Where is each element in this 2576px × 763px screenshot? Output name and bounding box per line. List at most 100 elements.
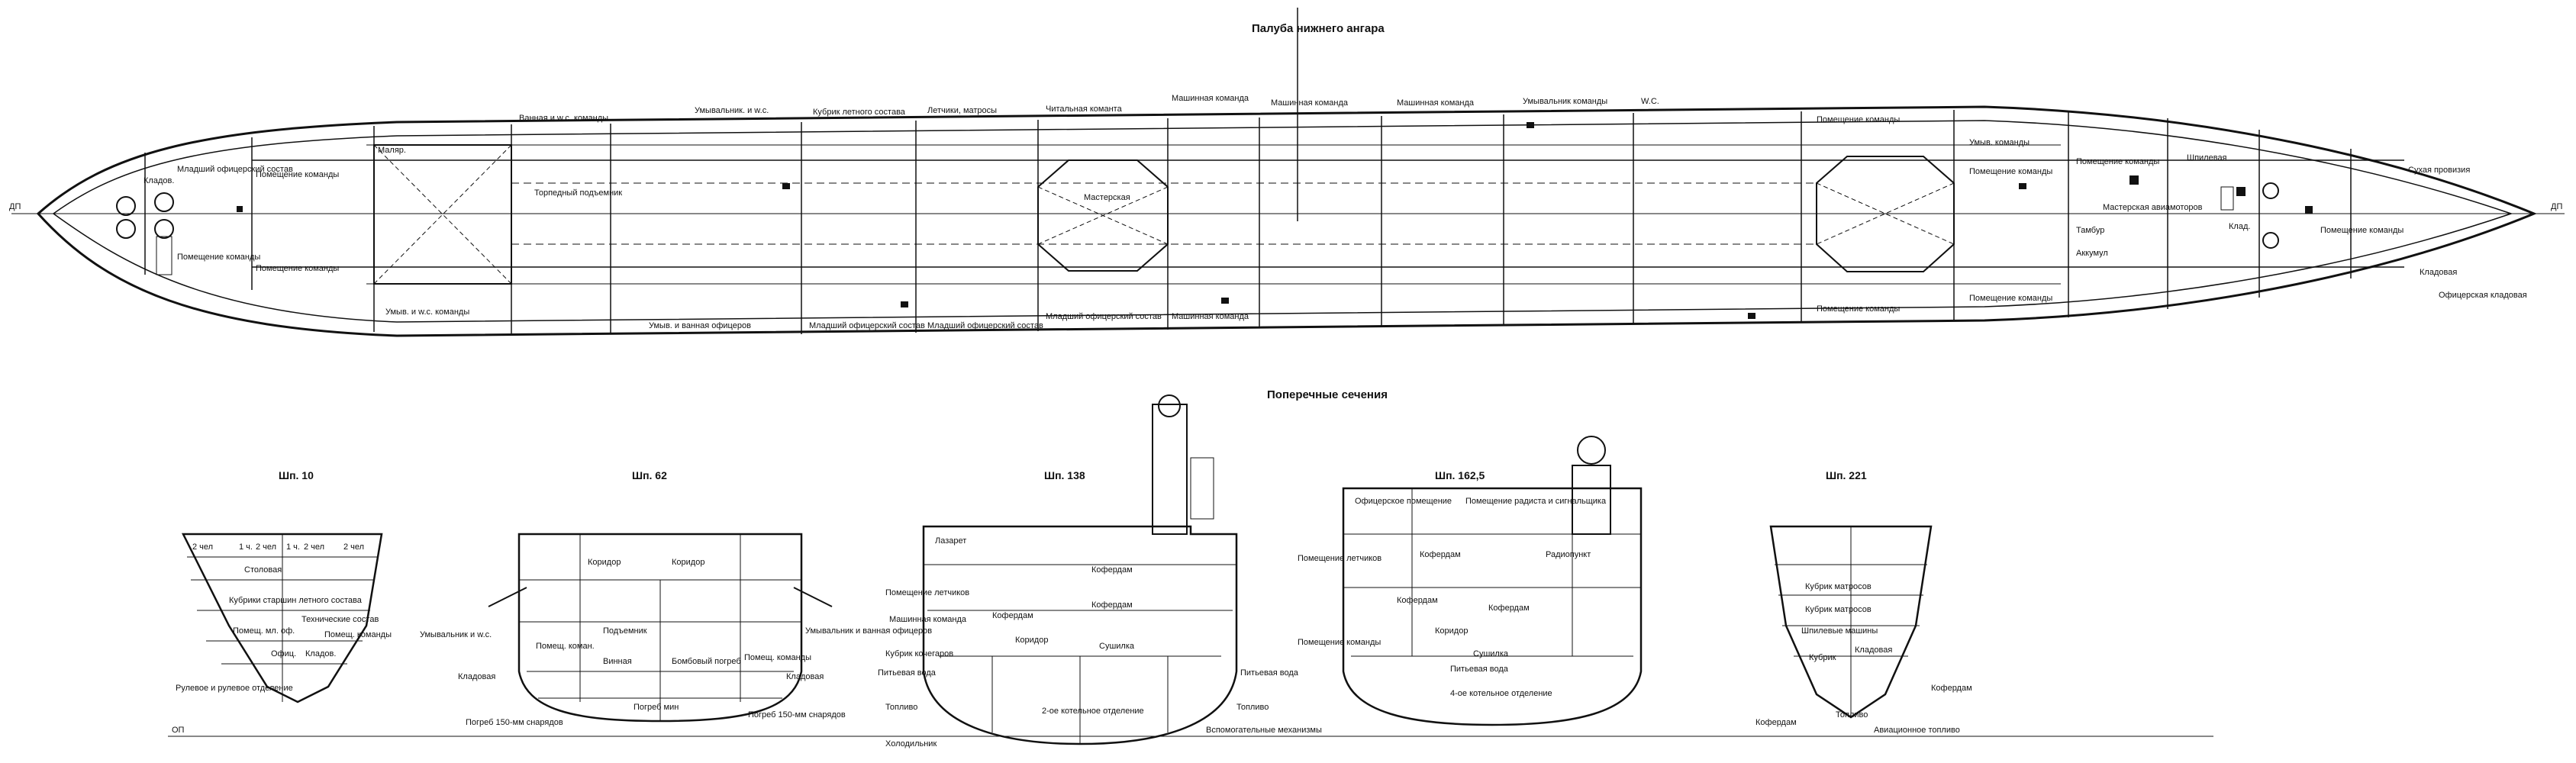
s2-l8: Помещ. команды xyxy=(744,653,811,662)
s3-l5: Кофердам xyxy=(992,611,1033,620)
s3-l0: Лазарет xyxy=(935,536,966,546)
label-tambur: Тамбур xyxy=(2076,226,2104,235)
label-pomesh-5: Помещение команды xyxy=(1969,167,2052,176)
s1-l4: 2 чел xyxy=(304,542,324,552)
label-pomesh-7: Помещение команды xyxy=(1969,294,2052,303)
dp-right-label: ДП xyxy=(2551,202,2562,211)
dp-left-label: ДП xyxy=(9,202,21,211)
s2-l11: Погреб мин xyxy=(634,703,679,712)
workshop-elevator xyxy=(1037,159,1169,272)
label-mashinnaya-2: Машинная команда xyxy=(1271,98,1349,108)
s1-l11: Кладов. xyxy=(305,649,336,658)
s1-l9: Помещ. мл. оф. xyxy=(233,626,295,636)
label-mashinnaya-4: Машинная команда xyxy=(1172,312,1249,321)
hangar-deck-plan: Палуба нижнего ангара ДП ДП xyxy=(9,8,2565,337)
s1-l12: Помещ. команды xyxy=(324,630,392,639)
s1-l3: 1 ч. xyxy=(286,542,300,552)
label-pomesh-6: Помещение команды xyxy=(1817,304,1900,314)
s2-l3: Подъемник xyxy=(603,626,647,636)
op-label: ОП xyxy=(172,726,185,735)
label-suhaya: Сухая провизия xyxy=(2408,166,2470,175)
s2-l13: Погреб 150-мм снарядов xyxy=(748,710,846,720)
label-pomesh-8: Помещение команды xyxy=(2076,157,2159,166)
s2-l6: Винная xyxy=(603,657,632,666)
section-frame-162: Шп. 162,5 Офицерское помещение Помещение… xyxy=(1298,436,1643,726)
section-frame-62: Шп. 62 Коридор Коридор Помещ. коман. Под… xyxy=(420,469,932,727)
section-title-4: Шп. 162,5 xyxy=(1435,469,1485,481)
s1-l0: 2 чел xyxy=(192,542,213,552)
label-umyv-komandy-1: Умывальник команды xyxy=(1523,97,1607,106)
label-pomesh-2: Помещение команды xyxy=(177,253,260,262)
label-umyv-short: Умыв. команды xyxy=(1969,138,2030,147)
s4-l6: Кофердам xyxy=(1488,604,1530,613)
s5-l0: Кубрик матросов xyxy=(1805,582,1872,591)
label-umyv-wc: Умывальник. и w.c. xyxy=(695,106,769,115)
aft-elevator xyxy=(1816,156,1955,272)
section-title-5: Шп. 221 xyxy=(1826,469,1867,481)
s2-l2: Помещ. коман. xyxy=(536,642,595,651)
label-mashinnaya-1: Машинная команда xyxy=(1172,94,1249,103)
label-torpedny: Торпедный подъемник xyxy=(534,188,622,198)
forward-elevator xyxy=(373,144,512,285)
hull-outline xyxy=(36,105,2537,337)
s3-l1: Кофердам xyxy=(1091,565,1133,575)
section-title-2: Шп. 62 xyxy=(632,469,667,481)
s3-l2: Помещение летчиков xyxy=(885,588,969,597)
s3-l13: Топливо xyxy=(1236,703,1269,712)
s2-l1: Коридор xyxy=(672,558,704,567)
s2-l10: Кладовая xyxy=(786,672,824,681)
label-shpilevaya: Шпилевая xyxy=(2187,153,2227,163)
s1-l1: 1 ч. xyxy=(239,542,253,552)
label-pomesh-3: Помещение команды xyxy=(256,264,339,273)
label-mlad-ofic-3: Младший офицерский состав xyxy=(1046,312,1162,321)
s5-l8: Авиационное топливо xyxy=(1874,726,1960,735)
s1-l10: Офиц. xyxy=(271,649,296,658)
s4-l3: Кофердам xyxy=(1420,550,1461,559)
section-frame-138: Шп. 138 Лазарет Кофердам Помещение летчи… xyxy=(878,394,1322,749)
s3-l15: Вспомогательные механизмы xyxy=(1206,726,1322,735)
label-mlad-ofic: Младший офицерский состав xyxy=(177,165,293,174)
s5-l3: Кубрик xyxy=(1809,653,1836,662)
s3-l11: 2-ое котельное отделение xyxy=(1042,707,1144,716)
label-pomesh-9: Помещение команды xyxy=(2320,226,2404,235)
s1-l6: Столовая xyxy=(244,565,282,575)
s2-l7: Бомбовый погреб xyxy=(672,657,741,666)
s3-l6: Кофердам xyxy=(1091,600,1133,610)
s1-l13: Рулевое и рулевое отделение xyxy=(176,684,293,693)
label-chitalnaya: Читальная команта xyxy=(1046,105,1123,114)
s2-l0: Коридор xyxy=(588,558,621,567)
s2-l5: Умывальник и ванная офицеров xyxy=(805,626,932,636)
s1-l2: 2 чел xyxy=(256,542,276,552)
label-ofic-kladovaya: Офицерская кладовая xyxy=(2439,291,2527,300)
label-kladov: Кладов. xyxy=(143,176,174,185)
s5-l4: Кладовая xyxy=(1855,645,1892,655)
s2-l12: Погреб 150-мм снарядов xyxy=(466,718,563,727)
section-title-3: Шп. 138 xyxy=(1044,469,1085,481)
label-kladovaya-2: Кладовая xyxy=(2420,268,2457,277)
s4-l0: Офицерское помещение xyxy=(1355,497,1452,506)
label-malyar: Маляр. xyxy=(378,146,406,155)
label-wc: W.C. xyxy=(1641,97,1659,106)
label-akkumul: Аккумул xyxy=(2076,249,2108,258)
label-vannaya: Ванная и w.c. команды xyxy=(519,114,608,123)
s4-l8: Помещение команды xyxy=(1298,638,1381,647)
s3-l7: Кубрик кочегаров xyxy=(885,649,953,658)
label-masterskaya: Мастерская xyxy=(1084,193,1130,202)
sections-title: Поперечные сечения xyxy=(1267,388,1388,401)
s4-l11: 4-ое котельное отделение xyxy=(1450,689,1552,698)
s5-l1: Кубрик матросов xyxy=(1805,605,1872,614)
s3-l9: Питьевая вода xyxy=(878,668,937,678)
section-frame-221: Шп. 221 Кубрик матросов Кубрик матросов … xyxy=(1755,469,1972,735)
s5-l5: Кофердам xyxy=(1755,718,1797,727)
bow-winches xyxy=(116,192,174,275)
s4-l10: Питьевая вода xyxy=(1450,665,1509,674)
label-letchiki: Летчики, матросы xyxy=(927,106,997,115)
s1-l8: Технические состав xyxy=(301,615,379,624)
s3-l3: Машинная команда xyxy=(889,615,967,624)
label-masterskaya-avia: Мастерская авиамоторов xyxy=(2103,203,2203,212)
s3-l4: Коридор xyxy=(1015,636,1048,645)
s2-l9: Кладовая xyxy=(458,672,495,681)
s3-l8: Сушилка xyxy=(1099,642,1135,651)
label-mlad-ofic-1: Младший офицерский состав xyxy=(809,321,925,330)
